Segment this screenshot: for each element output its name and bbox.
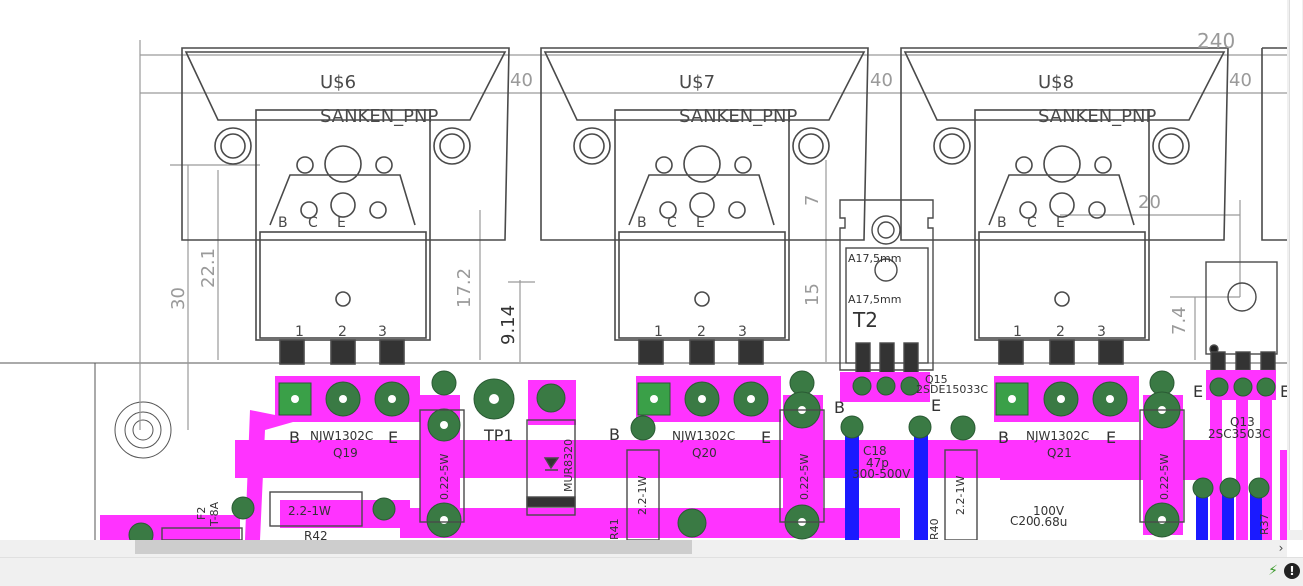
u7-pin-c: C xyxy=(667,215,677,231)
u7-pad-3: 3 xyxy=(738,324,747,340)
c20-name: C20 xyxy=(1010,514,1034,528)
c20-value-1: 100V xyxy=(1033,504,1065,518)
part-u8-name: U$8 xyxy=(1038,72,1074,93)
dim-7: 7 xyxy=(802,195,823,206)
part-u6-value: SANKEN_PNP xyxy=(320,106,438,127)
vertical-scroll-thumb[interactable] xyxy=(1289,0,1302,530)
q15-name: Q15 xyxy=(925,373,948,386)
u8-pin-c: C xyxy=(1027,215,1037,231)
dim-15: 15 xyxy=(802,283,823,306)
f2-label: F2 xyxy=(195,507,208,520)
dim-17: 17.2 xyxy=(454,268,475,308)
e-label-6: E xyxy=(1280,382,1287,401)
mur-label: MUR8320 xyxy=(562,439,575,492)
q20-value: NJW1302C xyxy=(672,429,735,443)
r221-c: 2.2-1W xyxy=(954,476,967,515)
u7-pin-e: E xyxy=(696,215,705,231)
b-label-1: B xyxy=(289,428,300,447)
part-u7 xyxy=(540,47,869,365)
t2-name: T2 xyxy=(852,308,878,332)
part-q13-body xyxy=(1205,261,1278,371)
r022-a: 0.22-5W xyxy=(438,454,451,500)
part-u7-name: U$7 xyxy=(679,72,715,93)
part-t2 xyxy=(839,199,934,374)
horizontal-scrollbar[interactable] xyxy=(0,540,1287,557)
u7-pad-1: 1 xyxy=(654,324,663,340)
tp1-label: TP1 xyxy=(483,426,514,445)
e-label-5: E xyxy=(1193,382,1203,401)
c18-value-1: 47p xyxy=(866,456,889,470)
silk-outlines xyxy=(161,409,1185,540)
dim-30: 30 xyxy=(168,287,189,310)
part-partial-right xyxy=(1261,47,1287,241)
r42-name: R42 xyxy=(304,529,328,540)
part-u6-name: U$6 xyxy=(320,72,356,93)
e-label-3: E xyxy=(931,396,941,415)
dim-20: 20 xyxy=(1138,192,1161,213)
part-u6 xyxy=(181,47,510,365)
u6-pad-1: 1 xyxy=(295,324,304,340)
board-canvas[interactable]: 240 U$6 SANKEN_PNP 40 U$7 SANKEN_PNP 40 … xyxy=(0,0,1287,540)
e-label-1: E xyxy=(388,428,398,447)
vertical-scrollbar[interactable] xyxy=(1287,0,1303,540)
pad-holes xyxy=(291,394,1166,526)
u6-pin-b: B xyxy=(278,215,288,231)
u6-pin-e: E xyxy=(337,215,346,231)
u7-pin-b: B xyxy=(637,215,647,231)
r37-label: R37 xyxy=(1258,513,1271,535)
u8-pin-e: E xyxy=(1056,215,1065,231)
q21-name: Q21 xyxy=(1047,446,1072,460)
r221-b: 2.2-1W xyxy=(636,476,649,515)
horizontal-scroll-thumb[interactable] xyxy=(135,540,692,554)
f2-value: T-8A xyxy=(208,501,221,527)
stop-icon[interactable]: ! xyxy=(1284,563,1300,579)
u7-pad-2: 2 xyxy=(697,324,706,340)
u8-pad-3: 3 xyxy=(1097,324,1106,340)
mounting-hole xyxy=(114,401,172,459)
u6-pad-3: 3 xyxy=(378,324,387,340)
scroll-right-icon[interactable]: › xyxy=(1278,541,1284,555)
q19-name: Q19 xyxy=(333,446,358,460)
dim-74: 7.4 xyxy=(1169,306,1190,335)
r221-a: 2.2-1W xyxy=(288,504,331,518)
dim-top-label: 240 xyxy=(1197,29,1235,53)
c20-value-2: 0.68u xyxy=(1033,515,1067,529)
r41-label: R41 xyxy=(608,518,621,540)
part-u8-dim: 40 xyxy=(1229,70,1252,91)
part-u7-value: SANKEN_PNP xyxy=(679,106,797,127)
q13-value: 2SC3503C xyxy=(1208,427,1271,441)
run-icon[interactable]: ⚡ xyxy=(1268,563,1278,579)
b-label-2: B xyxy=(609,425,620,444)
part-u8-value: SANKEN_PNP xyxy=(1038,106,1156,127)
q20-name: Q20 xyxy=(692,446,717,460)
q13-name: Q13 xyxy=(1230,415,1255,429)
t2-label-2: A17,5mm xyxy=(848,293,901,306)
u8-pin-b: B xyxy=(997,215,1007,231)
c18-value-2: 300-500V xyxy=(852,467,911,481)
e-label-4: E xyxy=(1106,428,1116,447)
copper-bottom xyxy=(845,420,1262,540)
r40-label: R40 xyxy=(928,518,941,540)
u8-pad-2: 2 xyxy=(1056,324,1065,340)
t2-label-1: A17,5mm xyxy=(848,252,901,265)
u8-pad-1: 1 xyxy=(1013,324,1022,340)
r022-b: 0.22-5W xyxy=(798,454,811,500)
dim-914: 9.14 xyxy=(498,305,519,345)
q21-value: NJW1302C xyxy=(1026,429,1089,443)
part-u7-dim: 40 xyxy=(870,70,893,91)
b-label-3: B xyxy=(834,398,845,417)
e-label-2: E xyxy=(761,428,771,447)
c18-name: C18 xyxy=(863,444,887,458)
q19-value: NJW1302C xyxy=(310,429,373,443)
r022-c: 0.22-5W xyxy=(1158,454,1171,500)
part-u6-dim: 40 xyxy=(510,70,533,91)
u6-pin-c: C xyxy=(308,215,318,231)
status-bar: ⚡ ! xyxy=(0,557,1303,586)
dimension-lines xyxy=(139,40,1287,430)
part-u8 xyxy=(900,47,1229,365)
u6-pad-2: 2 xyxy=(338,324,347,340)
dim-22: 22.1 xyxy=(198,248,219,288)
b-label-4: B xyxy=(998,428,1009,447)
q15-value: 2SDE15033C xyxy=(916,383,988,396)
